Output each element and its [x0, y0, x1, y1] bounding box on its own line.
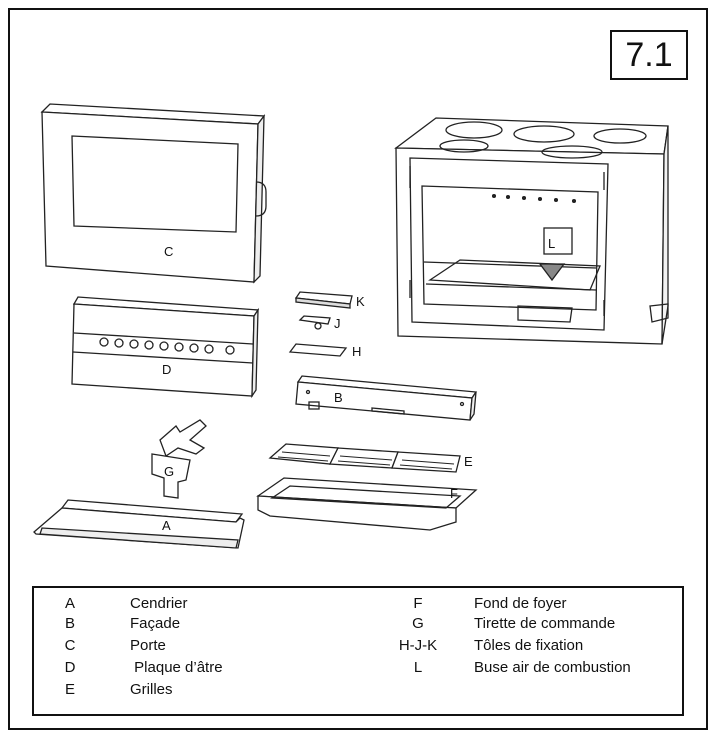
- legend-code: L: [413, 659, 423, 676]
- part-b-front-panel: B: [295, 375, 478, 421]
- callout-k: K: [356, 294, 365, 309]
- callout-j: J: [334, 316, 341, 331]
- legend-label: Tôles de fixation: [474, 637, 584, 654]
- legend-label: Tirette de commande: [474, 615, 616, 632]
- legend-code: F: [413, 595, 423, 612]
- legend-code: H-J-K: [398, 637, 438, 654]
- part-c-door: C: [40, 103, 267, 284]
- callout-e: E: [464, 454, 473, 469]
- stove-body: L: [394, 117, 669, 345]
- legend-code: D: [64, 659, 76, 676]
- callout-d: D: [162, 362, 171, 377]
- callout-g: G: [164, 464, 174, 479]
- callout-a: A: [162, 518, 171, 533]
- part-g-control-rod: G: [151, 419, 207, 499]
- parts-legend: A Cendrier B Façade C Porte D Plaque d’â…: [32, 586, 684, 716]
- legend-code: E: [64, 681, 75, 698]
- legend-label: Buse air de combustion: [474, 659, 631, 676]
- legend-code: C: [64, 637, 76, 654]
- part-a-ash-pan: A: [33, 499, 245, 549]
- figure-number: 7.1: [610, 30, 688, 80]
- legend-label: Façade: [130, 615, 181, 632]
- legend-code: B: [64, 615, 75, 632]
- legend-label: Plaque d’âtre: [130, 659, 223, 676]
- air-holes: [99, 337, 235, 355]
- top-openings: [439, 121, 647, 159]
- legend-code: A: [64, 595, 75, 612]
- legend-label: Fond de foyer: [474, 595, 567, 612]
- callout-f: F: [450, 486, 458, 501]
- callout-c: C: [164, 244, 173, 259]
- callout-b: B: [334, 390, 343, 405]
- legend-label: Porte: [130, 637, 166, 654]
- part-e-grates: E: [268, 443, 473, 473]
- part-j-fixing-plate: J: [298, 315, 341, 331]
- exploded-view-drawing: C D K J H B: [33, 103, 669, 549]
- part-h-fixing-plate: H: [288, 343, 361, 359]
- legend-label: Cendrier: [130, 595, 188, 612]
- callout-h: H: [352, 344, 361, 359]
- part-d-hearth-plate: D: [71, 296, 260, 399]
- combustion-air-nozzle: [543, 227, 573, 255]
- legend-label: Grilles: [130, 681, 173, 698]
- part-f-firebox-bottom: F: [256, 477, 478, 531]
- callout-l: L: [548, 236, 555, 251]
- legend-code: G: [412, 615, 424, 632]
- part-k-fixing-plate: K: [294, 291, 365, 309]
